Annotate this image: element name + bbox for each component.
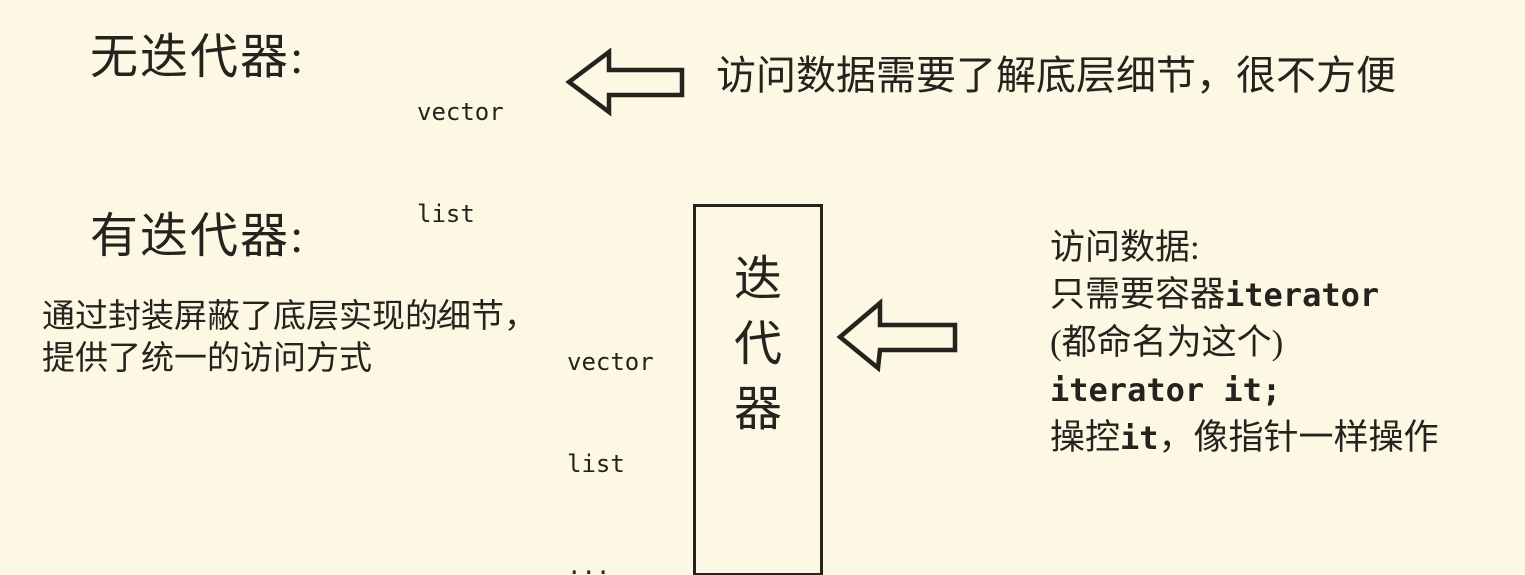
description-line: 提供了统一的访问方式: [42, 341, 372, 377]
left-block-arrow-icon: [834, 298, 962, 374]
iterator-box-label-char: 代: [733, 318, 782, 371]
container-type-line: vector: [417, 98, 504, 126]
container-type-line: list: [417, 200, 475, 228]
container-type-line: vector: [567, 348, 654, 376]
it-code-text: it: [1120, 419, 1159, 457]
container-types-list-top: vector list ...: [417, 27, 504, 401]
iterator-declaration-code-text: iterator it;: [1050, 371, 1282, 409]
container-type-line: ...: [417, 302, 461, 330]
notes-line-declaration: iterator it;: [1050, 366, 1439, 414]
notes-line-usage: 操控it，像指针一样操作: [1050, 418, 1439, 457]
iterator-box-label-char: 迭: [733, 253, 782, 306]
with-iterator-description: 通过封装屏蔽了底层实现的细节， 提供了统一的访问方式: [42, 296, 537, 380]
with-iterator-heading: 有迭代器:: [90, 210, 306, 263]
description-line: 通过封装屏蔽了底层实现的细节，: [42, 299, 537, 335]
container-types-list-bottom: vector list ...: [567, 277, 654, 575]
container-type-line: ...: [567, 552, 611, 575]
iterator-box-label-char: 器: [733, 383, 782, 436]
iterator-code-text: iterator: [1225, 276, 1380, 314]
notes-line-need-iterator: 只需要容器iterator: [1050, 275, 1380, 314]
iterator-access-notes: 访问数据: 只需要容器iterator (都命名为这个) iterator it…: [1050, 224, 1439, 462]
notes-line-access-data: 访问数据:: [1050, 228, 1200, 267]
container-type-line: list: [567, 450, 625, 478]
iterator-box: 迭 代 器: [693, 204, 823, 575]
no-iterator-caption: 访问数据需要了解底层细节，很不方便: [716, 53, 1396, 98]
left-block-arrow-icon: [564, 46, 688, 118]
notes-line-naming: (都命名为这个): [1050, 323, 1284, 362]
no-iterator-heading: 无迭代器:: [90, 31, 306, 84]
